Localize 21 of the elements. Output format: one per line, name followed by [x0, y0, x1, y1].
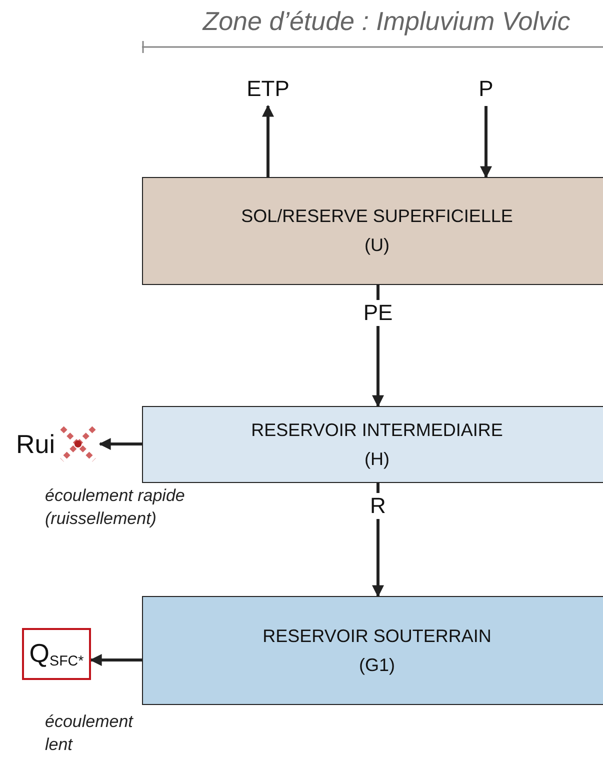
arrow [262, 104, 274, 177]
reservoir-box [142, 177, 603, 285]
flux-label: ETP [246, 76, 290, 102]
reservoir-box [142, 406, 603, 483]
flow-note: écoulement lent [45, 711, 134, 756]
box-label: RESERVOIR SOUTERRAIN [262, 624, 492, 648]
outflow-box [22, 628, 91, 680]
flow-note: écoulement rapide (ruissellement) [45, 485, 186, 530]
arrow [90, 654, 142, 666]
reservoir-box [142, 596, 603, 705]
box-label: SOL/RESERVE SUPERFICIELLE [241, 205, 513, 228]
box-label: (G1) [359, 654, 395, 677]
box-label: (H) [364, 448, 390, 471]
box-label: (U) [364, 234, 390, 257]
arrow [480, 106, 492, 178]
arrow [98, 438, 142, 450]
flux-label: Q$_{SFC*}$ [29, 638, 84, 670]
flux-label: P [478, 76, 494, 102]
box-label: RESERVOIR INTERMEDIAIRE [251, 418, 503, 442]
title: Zone d’étude : Impluvium Volvic [201, 6, 572, 37]
flux-label: Rui [16, 428, 56, 460]
